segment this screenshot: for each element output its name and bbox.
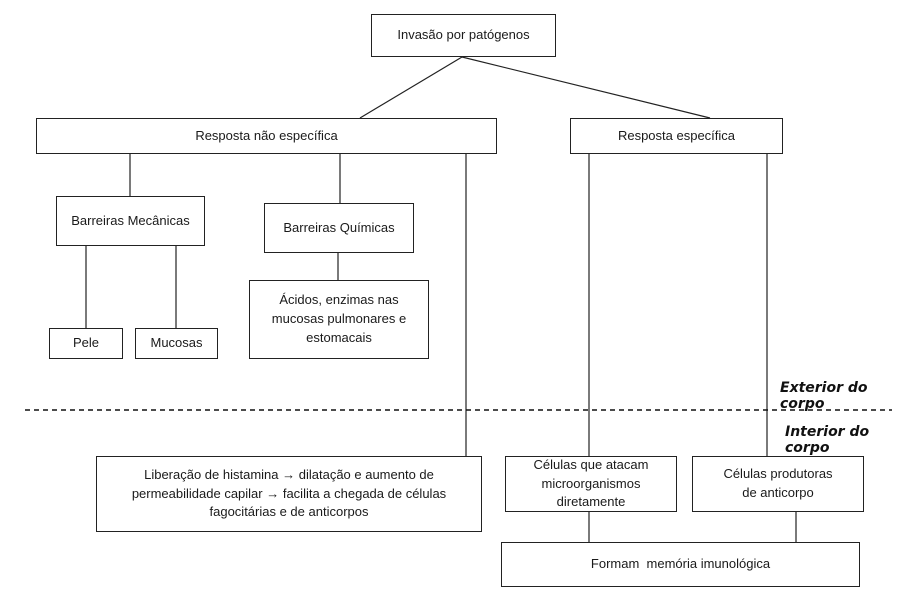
node-histamine-label: Liberação de histamina → dilatação e aum… <box>131 466 447 520</box>
node-specific-response: Resposta específica <box>570 118 783 154</box>
zone-interior-label: Interior do corpo <box>785 424 870 456</box>
node-chemical-label: Barreiras Químicas <box>283 219 395 235</box>
connector-invasion-nonspecific <box>359 56 463 119</box>
node-mechanical-label: Barreiras Mecânicas <box>71 212 190 228</box>
node-antibody-label: Células produtoras de anticorpo <box>723 466 833 500</box>
node-invasion-label: Invasão por patógenos <box>397 27 530 43</box>
node-skin-label: Pele <box>72 335 100 351</box>
node-mucosa-label: Mucosas <box>150 335 203 351</box>
node-mechanical-barriers: Barreiras Mecânicas <box>56 196 205 246</box>
node-chemical-barriers: Barreiras Químicas <box>264 203 414 253</box>
node-attack-label: Células que atacam microorganismos diret… <box>533 456 649 510</box>
node-acids-label: Ácidos, enzimas nas mucosas pulmonares e… <box>271 292 407 345</box>
node-histamine-release: Liberação de histamina → dilatação e aum… <box>96 456 482 532</box>
node-antibody-cells: Células produtoras de anticorpo <box>692 456 864 512</box>
node-specific-label: Resposta específica <box>617 127 736 143</box>
node-immune-memory: Formam memória imunológica <box>501 542 860 587</box>
connector-invasion-specific <box>461 56 711 119</box>
node-nonspecific-label: Resposta não específica <box>195 127 338 143</box>
node-nonspecific-response: Resposta não específica <box>36 118 497 154</box>
node-skin: Pele <box>49 328 123 359</box>
node-invasion: Invasão por patógenos <box>371 14 556 57</box>
node-acids-enzymes: Ácidos, enzimas nas mucosas pulmonares e… <box>249 280 429 359</box>
node-memory-label: Formam memória imunológica <box>590 556 771 572</box>
zone-exterior-label: Exterior do corpo <box>780 380 868 412</box>
node-attack-cells: Células que atacam microorganismos diret… <box>505 456 677 512</box>
node-mucosa: Mucosas <box>135 328 218 359</box>
